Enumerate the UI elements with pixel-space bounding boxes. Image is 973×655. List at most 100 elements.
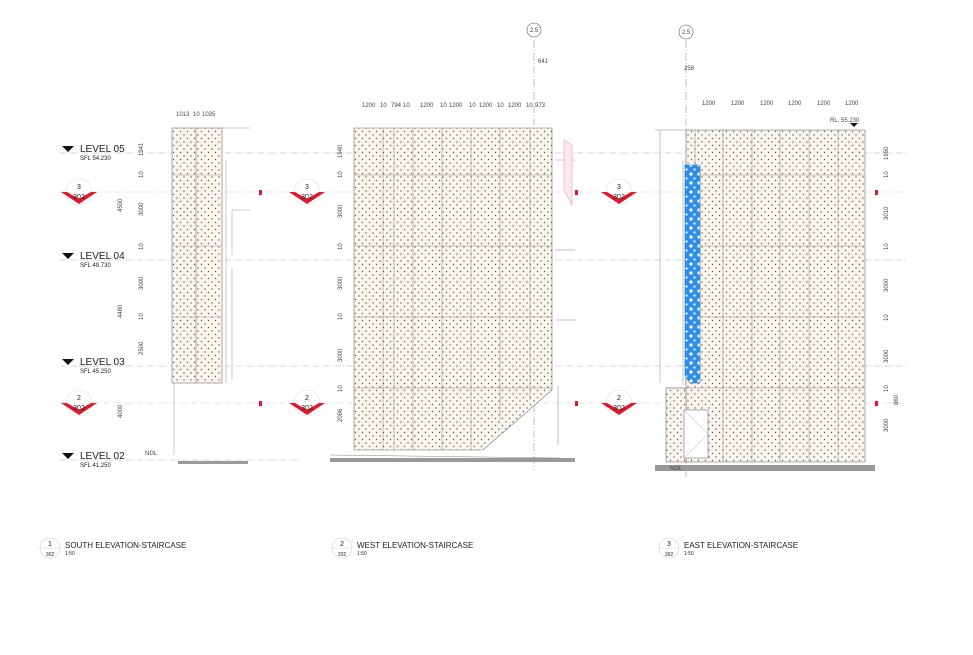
blue-perforated-panel (684, 164, 701, 384)
svg-text:10: 10 (884, 314, 890, 321)
svg-text:10: 10 (338, 385, 344, 392)
svg-text:1200: 1200 (788, 101, 802, 107)
svg-text:3000: 3000 (338, 348, 344, 362)
svg-text:SFL 45.250: SFL 45.250 (80, 369, 111, 375)
section-marker-2: 2 302 (601, 389, 637, 417)
west-top-dims: 1200 10 794 10 1200 10 1200 10 1200 10 1… (362, 103, 546, 109)
level-marker-03: LEVEL 03 SFL 45.250 (62, 357, 125, 375)
section-marker-2: 2 302 (289, 389, 325, 417)
svg-text:3: 3 (305, 184, 309, 191)
svg-text:1200: 1200 (817, 101, 831, 107)
level-marker-05: LEVEL 05 SFL 54.230 (62, 144, 125, 162)
svg-text:2: 2 (617, 395, 621, 402)
svg-text:202: 202 (338, 552, 347, 558)
svg-text:10: 10 (884, 385, 890, 392)
svg-text:10: 10 (338, 171, 344, 178)
svg-text:10: 10 (139, 313, 145, 320)
svg-text:10: 10 (338, 313, 344, 320)
svg-text:2.5: 2.5 (682, 30, 691, 36)
level-marker-02: LEVEL 02 SFL 41.250 (62, 451, 125, 469)
svg-text:1950: 1950 (884, 146, 890, 160)
svg-text:258: 258 (684, 66, 695, 72)
section-marker-3: 3 302 (61, 178, 97, 206)
svg-text:LEVEL 04: LEVEL 04 (80, 251, 125, 262)
svg-text:WEST ELEVATION-STAIRCASE: WEST ELEVATION-STAIRCASE (357, 541, 473, 550)
svg-text:10: 10 (193, 112, 200, 118)
svg-text:1:50: 1:50 (684, 551, 694, 557)
svg-text:EAST ELEVATION-STAIRCASE: EAST ELEVATION-STAIRCASE (684, 541, 798, 550)
svg-text:SFL 49.730: SFL 49.730 (80, 263, 111, 269)
svg-text:SFL 54.230: SFL 54.230 (80, 156, 111, 162)
svg-text:302: 302 (301, 405, 313, 412)
svg-text:10: 10 (884, 243, 890, 250)
svg-text:RL. 55.230: RL. 55.230 (830, 118, 860, 124)
svg-text:SFL 41.250: SFL 41.250 (80, 463, 111, 469)
east-top-dims: 1200 1200 1200 1200 1200 1200 (702, 101, 859, 107)
svg-text:LEVEL 05: LEVEL 05 (80, 144, 125, 155)
svg-text:2.5: 2.5 (530, 28, 539, 34)
svg-text:3: 3 (667, 541, 671, 548)
svg-text:1200: 1200 (845, 101, 859, 107)
section-marker-3: 3 302 (601, 178, 637, 206)
svg-text:10: 10 (884, 171, 890, 178)
svg-text:2: 2 (77, 395, 81, 402)
section-marker-3: 3 302 (289, 178, 325, 206)
svg-text:3000: 3000 (884, 278, 890, 292)
svg-text:302: 302 (73, 194, 85, 201)
svg-text:302: 302 (301, 194, 313, 201)
svg-text:3010: 3010 (884, 206, 890, 220)
svg-text:302: 302 (665, 552, 674, 558)
svg-text:3000: 3000 (884, 349, 890, 363)
grid-bubble (678, 24, 694, 40)
svg-text:973: 973 (535, 103, 546, 109)
svg-text:1941: 1941 (139, 142, 145, 156)
svg-text:10: 10 (440, 103, 447, 109)
svg-text:302: 302 (73, 405, 85, 412)
svg-text:2096: 2096 (338, 408, 344, 422)
svg-text:3: 3 (617, 184, 621, 191)
south-elevation: 1013 10 1035 NGL 4500 4480 4000 1941 10 … (118, 112, 250, 464)
svg-text:10: 10 (497, 103, 504, 109)
svg-text:3: 3 (77, 184, 81, 191)
svg-text:10: 10 (469, 103, 476, 109)
svg-text:10: 10 (403, 103, 410, 109)
svg-text:3000: 3000 (884, 418, 890, 432)
svg-text:SOUTH ELEVATION-STAIRCASE: SOUTH ELEVATION-STAIRCASE (65, 541, 186, 550)
west-elevation: 2.5 641 1200 10 794 10 1200 10 1200 10 1… (329, 22, 575, 470)
svg-text:860: 860 (894, 394, 900, 405)
grid-bubble (526, 22, 542, 38)
svg-text:1200: 1200 (760, 101, 774, 107)
svg-text:10: 10 (380, 103, 387, 109)
svg-text:10: 10 (139, 171, 145, 178)
west-left-dims: 1940 10 3000 10 3000 10 3000 10 2096 (338, 144, 344, 422)
level-marker-04: LEVEL 04 SFL 49.730 (62, 251, 125, 269)
svg-text:1200: 1200 (362, 103, 376, 109)
svg-text:1035: 1035 (202, 112, 216, 118)
svg-text:302: 302 (46, 552, 55, 558)
door (683, 409, 709, 459)
svg-text:1: 1 (48, 541, 52, 548)
svg-text:3000: 3000 (139, 276, 145, 290)
svg-text:LEVEL 02: LEVEL 02 (80, 451, 125, 462)
svg-text:3000: 3000 (338, 276, 344, 290)
svg-text:1013: 1013 (176, 112, 190, 118)
svg-text:2500: 2500 (139, 341, 145, 355)
svg-text:1:50: 1:50 (357, 551, 367, 557)
svg-text:1:50: 1:50 (65, 551, 75, 557)
svg-text:794: 794 (391, 103, 402, 109)
svg-text:1200: 1200 (479, 103, 493, 109)
svg-text:3000: 3000 (338, 204, 344, 218)
svg-text:2: 2 (340, 541, 344, 548)
svg-text:641: 641 (538, 59, 549, 65)
svg-text:1200: 1200 (420, 103, 434, 109)
east-right-dims: 1950 10 3010 10 3000 10 3000 10 3000 860 (884, 146, 900, 432)
section-marker-2: 2 302 (61, 389, 97, 417)
view-title-east: 3 302 EAST ELEVATION-STAIRCASE 1:50 (658, 537, 798, 559)
svg-text:1200: 1200 (702, 101, 716, 107)
svg-text:NGL: NGL (145, 451, 158, 457)
east-elevation: 2.5 258 NGL RL. 55.230 1200 1200 1200 12… (655, 24, 900, 478)
svg-text:1200: 1200 (449, 103, 463, 109)
svg-text:2: 2 (305, 395, 309, 402)
view-title-west: 2 202 WEST ELEVATION-STAIRCASE 1:50 (331, 537, 473, 559)
